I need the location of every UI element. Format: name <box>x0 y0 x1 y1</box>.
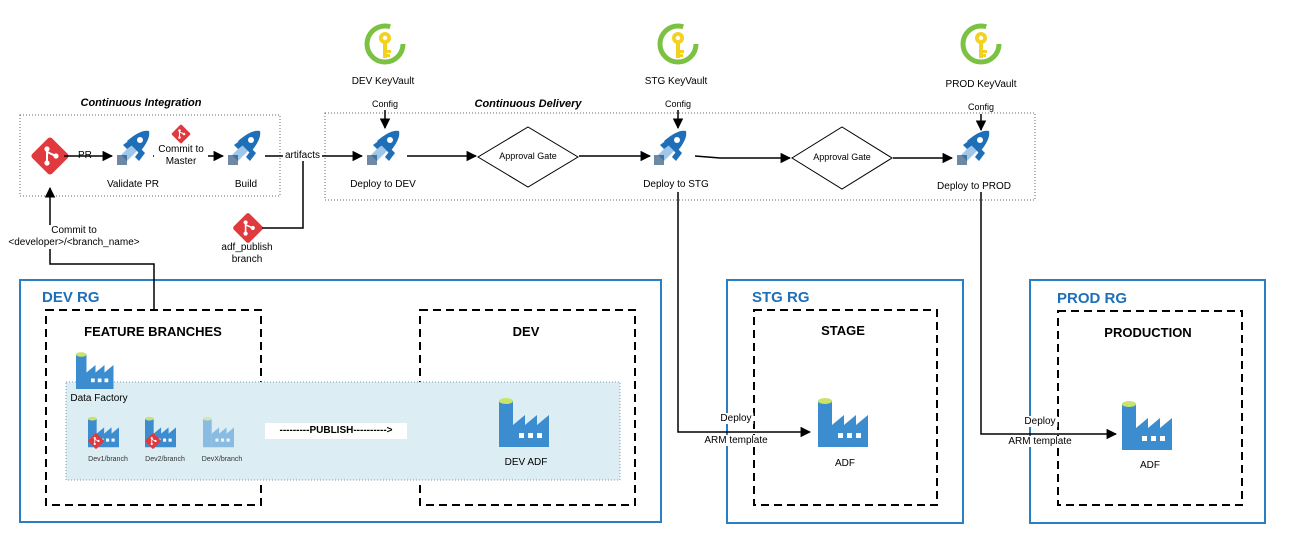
production-box <box>1057 310 1243 506</box>
connectors <box>44 110 1118 440</box>
commit-to-branch-label: Commit to <developer>/<branch_name> <box>2 225 146 249</box>
feature-branches-title: FEATURE BRANCHES <box>84 324 222 339</box>
deploy-dev-label: Deploy to DEV <box>350 179 416 190</box>
validate-pr-pipeline-icon <box>117 130 150 165</box>
artifacts-label: artifacts <box>283 150 323 161</box>
publish-label: ---------PUBLISH----------> <box>279 425 393 436</box>
stage-title: STAGE <box>821 323 865 338</box>
commit-to-master-label: Commit to Master <box>154 144 208 168</box>
cd-box <box>324 112 1036 201</box>
stg-deploy-label: Deploy <box>718 413 754 424</box>
git-publish-branch-icon <box>231 211 265 245</box>
stage-box <box>753 309 938 506</box>
data-factory-icon <box>76 352 114 389</box>
dev2-branch-label: Dev2/branch <box>145 456 185 463</box>
build-label: Build <box>234 179 258 190</box>
devx-branch-label: DevX/branch <box>201 456 243 463</box>
git-repo-icon <box>29 135 71 177</box>
data-factory-label: Data Factory <box>70 393 128 404</box>
stg-adf-label: ADF <box>835 458 855 469</box>
dev1-branch-label: Dev1/branch <box>88 456 128 463</box>
stg-keyvault-icon <box>660 26 696 62</box>
approval-gate-1-diamond <box>477 126 579 188</box>
ci-title: Continuous Integration <box>80 97 202 109</box>
prod-adf-icon <box>1122 401 1172 450</box>
build-pipeline-icon <box>228 130 261 165</box>
pr-label: PR <box>78 150 92 161</box>
stg-config-label: Config <box>664 99 692 109</box>
prod-deploy-label: Deploy <box>1022 416 1058 427</box>
dev-title: DEV <box>512 324 540 339</box>
stg-rg-box <box>726 279 964 524</box>
adf-publish-branch-label: adf_publish branch <box>221 242 273 265</box>
publish-box <box>265 423 407 439</box>
approval-gate-1-label: Approval Gate <box>499 151 557 161</box>
stg-keyvault-label: STG KeyVault <box>644 76 708 87</box>
dev-adf-label: DEV ADF <box>504 457 548 468</box>
validate-pr-label: Validate PR <box>106 179 160 190</box>
git-master-icon <box>170 123 192 145</box>
prod-keyvault-label: PROD KeyVault <box>945 79 1017 90</box>
approval-gate-2-label: Approval Gate <box>813 152 871 162</box>
stg-adf-icon <box>818 398 868 447</box>
stg-arm-label: ARM template <box>702 435 770 446</box>
approval-gate-2-diamond <box>791 126 893 190</box>
deploy-prod-pipeline-icon <box>957 130 990 165</box>
deploy-dev-pipeline-icon <box>367 130 400 165</box>
cd-title: Continuous Delivery <box>474 98 582 110</box>
prod-config-label: Config <box>967 102 995 112</box>
production-title: PRODUCTION <box>1104 325 1192 340</box>
dev-rg-title: DEV RG <box>42 289 100 306</box>
deploy-prod-label: Deploy to PROD <box>937 181 1011 192</box>
deploy-stg-pipeline-icon <box>654 130 687 165</box>
prod-adf-label: ADF <box>1140 460 1160 471</box>
prod-rg-title: PROD RG <box>1057 290 1128 307</box>
prod-keyvault-icon <box>963 26 999 62</box>
dev-keyvault-label: DEV KeyVault <box>351 76 415 87</box>
prod-rg-box <box>1029 279 1266 524</box>
prod-arm-label: ARM template <box>1006 436 1074 447</box>
dev-config-label: Config <box>371 99 399 109</box>
stg-rg-title: STG RG <box>752 289 810 306</box>
dev-rg-box <box>19 279 662 523</box>
deploy-stg-label: Deploy to STG <box>643 179 709 190</box>
dev-keyvault-icon <box>367 26 403 62</box>
